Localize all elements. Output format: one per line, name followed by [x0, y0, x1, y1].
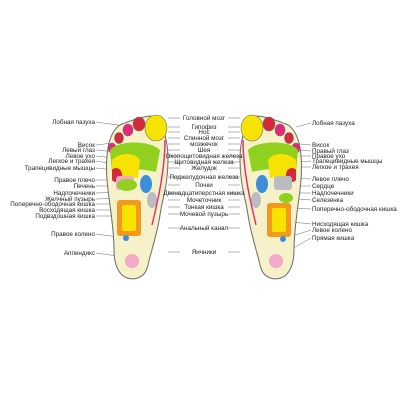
right-toe-3	[274, 123, 286, 137]
right-label-13: Прямая кишка	[312, 234, 355, 242]
center-label-16: Яичники	[191, 248, 217, 256]
center-label-12: Мочеточник	[186, 196, 222, 204]
center-label-1: Гипофиз	[191, 123, 217, 131]
center-label-13: Тонкая кишка	[184, 203, 224, 211]
center-label-7: Щитовидная железа	[174, 158, 234, 166]
left-knee-zone	[123, 235, 129, 241]
left-label-9: Желчный пузырь	[45, 195, 95, 203]
left-small-intestine-zone	[122, 205, 136, 231]
right-heart-zone	[274, 176, 292, 190]
left-label-0: Лобная пазуха	[52, 118, 95, 126]
center-label-15: Анальный канал	[179, 224, 229, 232]
center-label-4: мозжечок	[190, 140, 218, 148]
left-stomach-zone	[140, 175, 152, 193]
left-liver-zone	[117, 179, 137, 191]
left-toe-2	[132, 116, 146, 132]
left-label-14: Аппендикс	[63, 249, 95, 257]
center-label-8: Желудок	[191, 164, 217, 172]
left-label-11: Восходящая кишка	[39, 206, 95, 214]
left-label-8: Надпочечники	[53, 189, 95, 197]
center-label-11: Двенадцатиперстная кишка	[163, 189, 245, 197]
center-label-2: Нос	[198, 128, 210, 136]
left-label-5: Трапецивидные мышцы	[24, 164, 95, 172]
right-label-5: Легкое и трахея	[312, 163, 359, 171]
right-label-8: Надпочечники	[312, 189, 354, 197]
left-toe-3	[122, 123, 134, 137]
right-label-4: Трапецивидные мышцы	[312, 157, 383, 165]
right-label-2: Правый глаз	[312, 147, 349, 155]
center-label-0: Головной мозг	[182, 114, 226, 122]
left-label-1: Висок	[77, 141, 95, 149]
right-knee-zone	[280, 236, 286, 242]
right-label-6: Левое плечо	[312, 175, 349, 183]
center-label-14: Мочевой пузырь	[179, 210, 229, 218]
right-label-0: Лобная пазуха	[312, 119, 355, 127]
center-label-3: Спинной мозг	[183, 134, 225, 142]
right-spleen-zone	[279, 193, 293, 203]
right-toe-2	[262, 116, 276, 132]
left-label-10: Поперечно-ободочная кишка	[10, 200, 95, 208]
left-heel-zone	[125, 254, 139, 268]
right-label-11: Нисходящая кишка	[312, 220, 369, 228]
right-label-7: Сердце	[312, 182, 335, 190]
left-label-13: Правое колено	[51, 230, 95, 238]
center-label-6: Околощитовидная железа	[165, 152, 243, 160]
center-label-9: Поджелудочная железа	[169, 173, 239, 181]
right-stomach-zone	[256, 175, 268, 193]
left-label-2: Левый глаз	[62, 146, 95, 154]
right-small-intestine-zone	[272, 208, 286, 232]
left-kidney-zone	[147, 192, 157, 208]
center-label-5: Шея	[197, 146, 211, 154]
left-big-toe	[144, 114, 168, 142]
right-label-9: Селезенка	[312, 196, 344, 204]
right-foot	[239, 114, 302, 280]
left-label-7: Печень	[73, 182, 95, 190]
center-label-10: Почки	[195, 181, 213, 189]
right-big-toe	[240, 114, 264, 142]
left-toe-4	[114, 132, 124, 144]
left-foot	[106, 114, 169, 280]
left-label-6: Правое плечо	[54, 176, 95, 184]
leader-line	[295, 122, 312, 128]
left-label-4: Легкое и трахея	[48, 157, 95, 165]
right-label-10: Поперечно-ободочная кишка	[312, 205, 397, 213]
right-label-12: Левое колено	[312, 226, 353, 234]
left-label-12: Подвздошная кишка	[35, 212, 95, 220]
right-toe-4	[284, 132, 294, 144]
right-label-1: Висок	[312, 141, 330, 149]
right-heel-zone	[269, 254, 283, 268]
left-spine-line	[151, 139, 166, 226]
right-kidney-zone	[251, 192, 261, 208]
left-label-3: Левое ухо	[65, 152, 95, 160]
right-spine-line	[242, 139, 257, 226]
right-label-3: Правое ухо	[312, 152, 346, 160]
